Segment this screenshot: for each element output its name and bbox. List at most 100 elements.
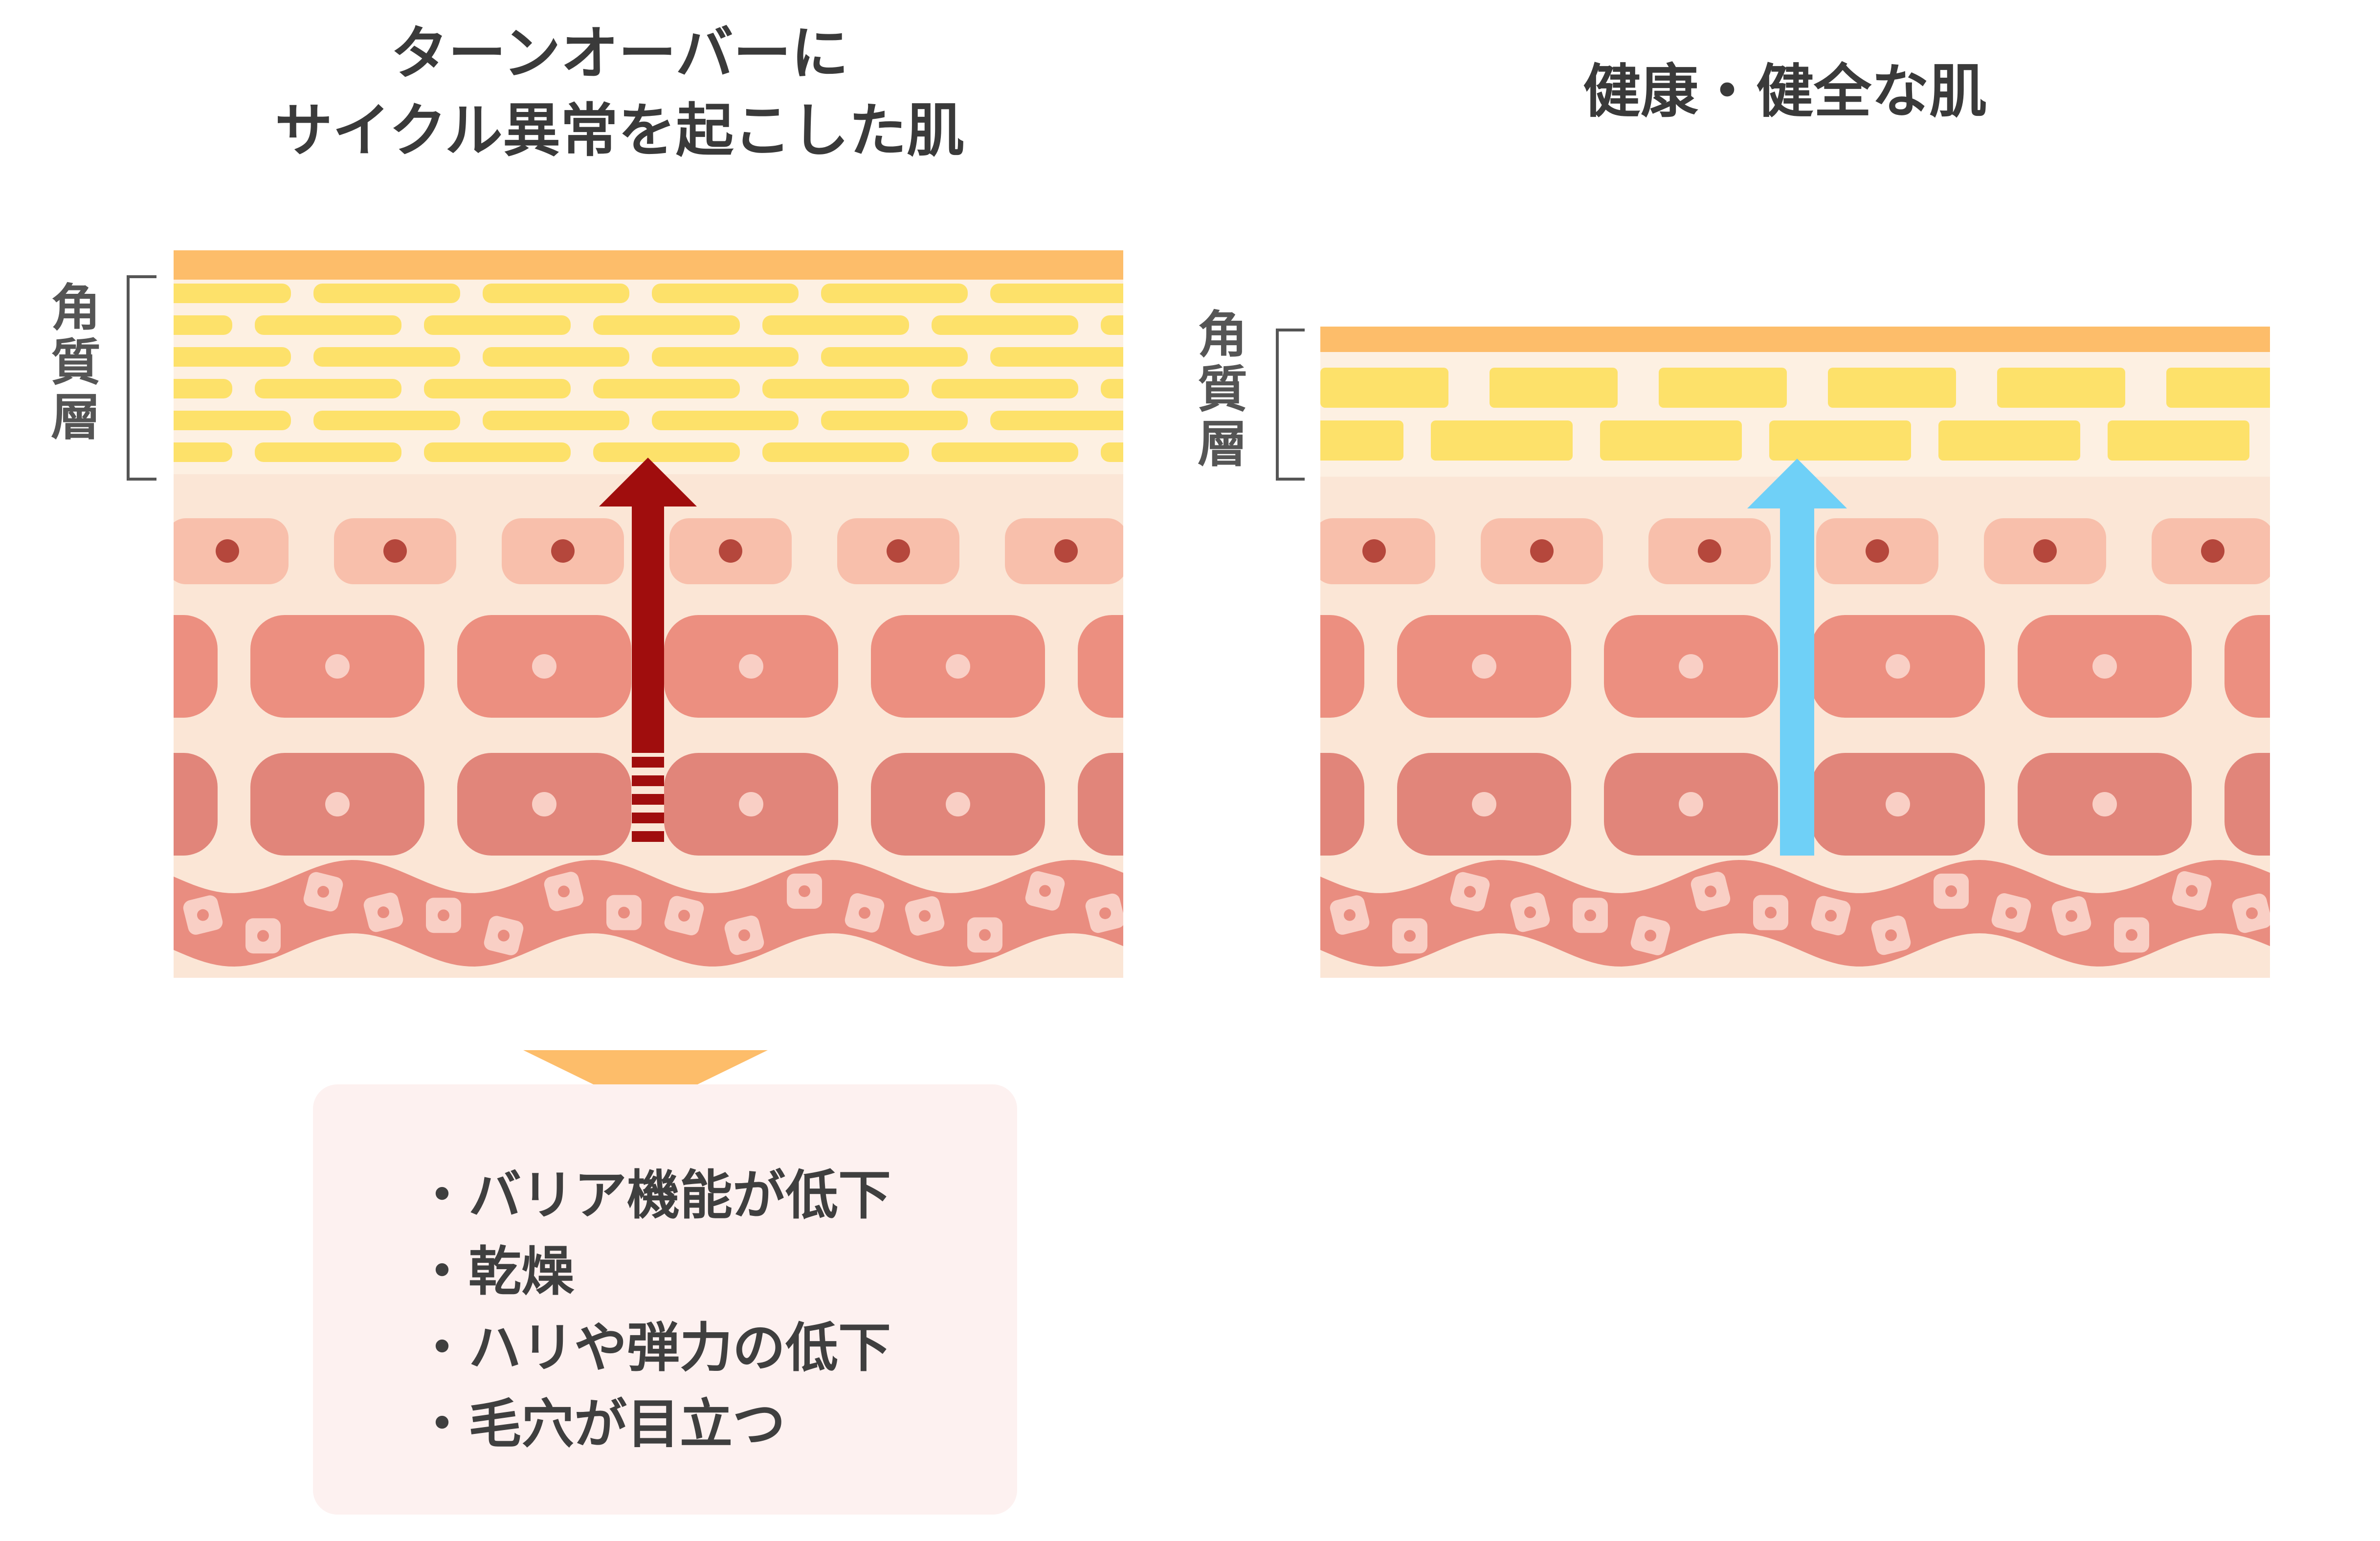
basal-cell-core bbox=[498, 929, 510, 942]
abnormal-arrow-dash bbox=[632, 813, 664, 823]
cell-nucleus bbox=[2369, 539, 2380, 563]
cell-nucleus bbox=[946, 792, 970, 816]
abnormal-turnover-arrow-head bbox=[599, 458, 697, 506]
cell-nucleus bbox=[1222, 539, 1246, 563]
horny-cell bbox=[821, 411, 968, 430]
cell-nucleus bbox=[1698, 539, 1721, 563]
horny-cell bbox=[483, 284, 629, 303]
effects-list: バリア機能が低下 乾燥 ハリや弾力の低下 毛穴が目立つ bbox=[416, 1158, 891, 1463]
basal-cell-core bbox=[799, 885, 810, 897]
basal-cell-core bbox=[1945, 885, 1957, 897]
horny-cell bbox=[932, 442, 1078, 462]
horny-cell bbox=[990, 347, 1123, 367]
cell-nucleus bbox=[118, 792, 143, 816]
surface-stripe bbox=[174, 250, 1123, 280]
cell-nucleus bbox=[1679, 792, 1703, 816]
abnormal-skin-cross-section bbox=[118, 250, 1246, 978]
cell-nucleus bbox=[1472, 654, 1496, 679]
horny-cell bbox=[821, 347, 968, 367]
basal-cell-core bbox=[979, 929, 991, 941]
horny-cell bbox=[990, 284, 1123, 303]
horny-cell bbox=[255, 379, 401, 398]
horny-cell bbox=[762, 442, 909, 462]
horny-cell bbox=[424, 442, 571, 462]
horny-cell bbox=[483, 347, 629, 367]
layer-bracket bbox=[127, 275, 156, 481]
cell-nucleus bbox=[1472, 792, 1496, 816]
result-down-triangle bbox=[523, 1050, 768, 1110]
spinous-cell bbox=[174, 753, 218, 856]
cell-nucleus bbox=[2033, 539, 2057, 563]
cell-nucleus bbox=[216, 539, 239, 563]
layer-label-right: 角 質 層 bbox=[1196, 308, 1249, 472]
layer-label-char: 質 bbox=[1198, 361, 1247, 419]
horny-cell bbox=[1490, 368, 1618, 408]
cell-nucleus bbox=[719, 539, 742, 563]
horny-cell bbox=[762, 315, 909, 335]
cell-nucleus bbox=[551, 539, 575, 563]
title-abnormal-line2: サイクル異常を起こした肌 bbox=[274, 97, 965, 164]
cell-nucleus bbox=[1886, 792, 1910, 816]
horny-cell bbox=[1101, 379, 1123, 398]
basal-cell-core bbox=[678, 909, 690, 922]
effects-box: バリア機能が低下 乾燥 ハリや弾力の低下 毛穴が目立つ bbox=[313, 1084, 1017, 1515]
horny-cell bbox=[1997, 368, 2125, 408]
cell-nucleus bbox=[2299, 792, 2324, 816]
basal-cell-core bbox=[2066, 910, 2077, 922]
basal-layer bbox=[1320, 860, 2270, 967]
layer-bracket bbox=[1276, 329, 1305, 481]
abnormal-arrow-dash bbox=[632, 775, 664, 786]
horny-cell bbox=[255, 442, 401, 462]
basal-cell-core bbox=[1099, 907, 1111, 919]
layer-label-char: 層 bbox=[1198, 416, 1247, 474]
effect-item: ハリや弾力の低下 bbox=[416, 1310, 891, 1387]
basal-cell-core bbox=[558, 885, 570, 898]
granular-cell bbox=[2319, 518, 2380, 584]
surface-stripe bbox=[1320, 327, 2270, 352]
abnormal-arrow-dash bbox=[632, 794, 664, 805]
abnormal-arrow-dash bbox=[632, 757, 664, 768]
cell-nucleus bbox=[887, 539, 910, 563]
cell-nucleus bbox=[2092, 654, 2117, 679]
horny-cell bbox=[255, 315, 401, 335]
basal-cell-core bbox=[1825, 909, 1837, 922]
horny-cell bbox=[1828, 368, 1956, 408]
healthy-skin-cross-section bbox=[1320, 327, 2380, 978]
layer-label-char: 角 bbox=[1198, 306, 1247, 364]
horny-cell bbox=[932, 379, 1078, 398]
basal-cell-core bbox=[1645, 929, 1656, 942]
basal-cell-core bbox=[197, 909, 209, 921]
healthy-turnover-arrow-head bbox=[1747, 459, 1847, 508]
basal-cell-core bbox=[738, 929, 750, 942]
horny-cell bbox=[1320, 420, 1403, 461]
horny-cell bbox=[762, 379, 909, 398]
spinous-cell bbox=[1320, 615, 1364, 718]
horny-cell bbox=[174, 442, 232, 462]
horny-cell bbox=[593, 379, 740, 398]
basal-cell-core bbox=[1404, 930, 1416, 942]
horny-cell bbox=[313, 347, 460, 367]
horny-cell bbox=[1320, 368, 1448, 408]
title-healthy-skin: 健康・健全な肌 bbox=[1582, 58, 1987, 125]
horny-cell bbox=[174, 315, 232, 335]
cell-nucleus bbox=[2201, 539, 2224, 563]
basal-cell-core bbox=[438, 909, 449, 922]
spinous-cell bbox=[1078, 753, 1123, 856]
basal-cell-core bbox=[1464, 886, 1476, 898]
horny-layer-bg bbox=[174, 280, 1123, 474]
effect-item: 毛穴が目立つ bbox=[416, 1387, 891, 1463]
horny-cell bbox=[424, 379, 571, 398]
basal-cell-core bbox=[1885, 929, 1897, 942]
basal-cell-core bbox=[317, 886, 329, 898]
cell-nucleus bbox=[739, 792, 763, 816]
cell-nucleus bbox=[532, 792, 556, 816]
cell-nucleus bbox=[532, 654, 556, 679]
effect-item: 乾燥 bbox=[416, 1234, 891, 1310]
diagram-overlays bbox=[127, 275, 1847, 1110]
cell-nucleus bbox=[1054, 539, 1078, 563]
cell-nucleus bbox=[118, 654, 143, 679]
cell-nucleus bbox=[1362, 539, 1386, 563]
effect-item: バリア機能が低下 bbox=[416, 1158, 891, 1234]
title-abnormal-skin: ターンオーバーに サイクル異常を起こした肌 bbox=[155, 15, 1084, 169]
